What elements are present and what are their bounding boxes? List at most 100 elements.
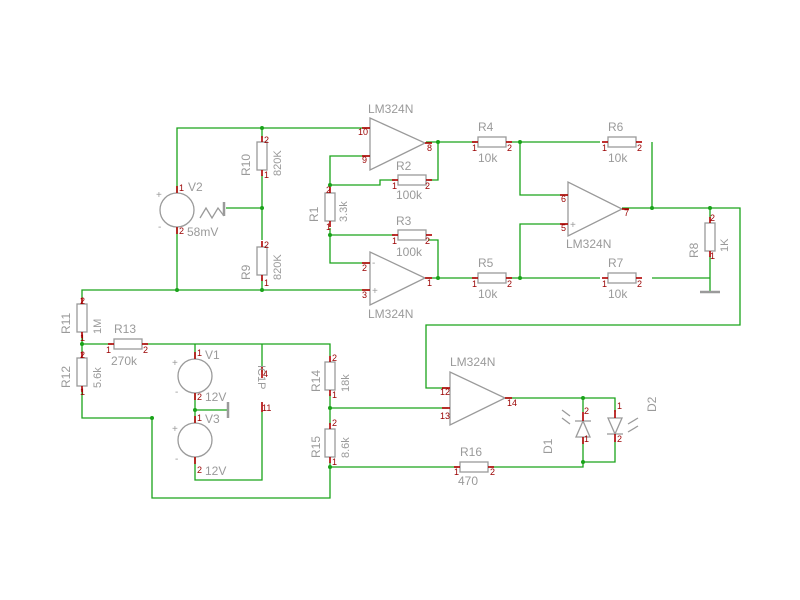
resistor-r13-pin1: 1 bbox=[106, 345, 111, 355]
source-v2: + - V2 58mV 1 2 bbox=[156, 180, 226, 239]
resistor-r7-pin2: 2 bbox=[637, 279, 642, 289]
resistor-r16: R16 470 1 2 bbox=[454, 445, 495, 488]
resistor-r3-ref: R3 bbox=[396, 214, 412, 228]
resistor-r16-pin2: 2 bbox=[490, 467, 495, 477]
resistor-r16-ref: R16 bbox=[460, 445, 482, 459]
source-v3-plus: + bbox=[172, 424, 178, 435]
ic-power: IC1P 4 11 bbox=[255, 365, 271, 413]
resistor-r12-pin1: 1 bbox=[80, 387, 85, 397]
opamp-2-pin-inv: 2 bbox=[362, 263, 367, 273]
junctions bbox=[80, 126, 712, 469]
resistor-r9-pin1: 1 bbox=[264, 278, 269, 288]
source-v1-pin1: 1 bbox=[197, 348, 202, 358]
resistor-r4-value: 10k bbox=[478, 151, 498, 165]
resistor-r11: R11 1M 2 1 bbox=[59, 296, 104, 343]
resistor-r10-pin2: 2 bbox=[264, 135, 269, 145]
resistor-r14-pin2: 2 bbox=[332, 353, 337, 363]
resistor-r2-pin2: 2 bbox=[425, 181, 430, 191]
source-v2-ref: V2 bbox=[188, 180, 203, 194]
opamp-2-plus: + bbox=[372, 286, 378, 297]
resistor-r7-value: 10k bbox=[608, 287, 628, 301]
resistor-r8-ref: R8 bbox=[687, 242, 701, 258]
opamp-4-name: LM324N bbox=[450, 355, 495, 369]
source-v3-minus: - bbox=[175, 454, 178, 465]
source-v1-pin2: 2 bbox=[197, 392, 202, 402]
resistor-r3-value: 100k bbox=[396, 245, 423, 259]
resistor-r6-pin1: 1 bbox=[602, 143, 607, 153]
resistor-r15-pin1: 1 bbox=[332, 457, 337, 467]
resistor-r12: R12 5.6k 2 1 bbox=[59, 350, 104, 397]
resistor-r15-pin2: 2 bbox=[332, 418, 337, 428]
opamp-2-pin-noninv: 3 bbox=[362, 290, 367, 300]
resistor-r9: R9 820K 2 1 bbox=[239, 240, 284, 288]
resistor-r5: R5 10k 1 2 bbox=[472, 256, 512, 301]
resistor-r16-value: 470 bbox=[458, 474, 478, 488]
resistor-r4-ref: R4 bbox=[478, 120, 494, 134]
opamp-2-pin-out: 1 bbox=[427, 278, 432, 288]
source-v2-minus: - bbox=[158, 222, 161, 233]
diode-d1-pin1: 1 bbox=[584, 434, 589, 444]
ic-power-ref: IC1P bbox=[255, 365, 267, 389]
source-v1-value: 12V bbox=[205, 390, 226, 404]
resistor-r10-value: 820K bbox=[272, 150, 284, 176]
diode-d1-pin2: 2 bbox=[584, 406, 589, 416]
resistor-r15-ref: R15 bbox=[309, 436, 323, 458]
source-v1-ref: V1 bbox=[205, 348, 220, 362]
resistor-r6-value: 10k bbox=[608, 151, 628, 165]
resistor-r2-pin1: 1 bbox=[392, 181, 397, 191]
ic-power-pin-gnd: 11 bbox=[262, 403, 271, 413]
opamp-3-pin-noninv: 5 bbox=[561, 223, 566, 233]
resistor-r8-pin1: 1 bbox=[710, 251, 715, 261]
resistor-r11-ref: R11 bbox=[59, 313, 73, 334]
opamp-1-name: LM324N bbox=[368, 102, 413, 116]
source-v2-pin2: 2 bbox=[179, 226, 184, 236]
resistor-r9-pin2: 2 bbox=[264, 240, 269, 250]
resistor-r5-pin2: 2 bbox=[507, 279, 512, 289]
resistor-r4: R4 10k 1 2 bbox=[472, 120, 512, 165]
source-v2-pin1: 1 bbox=[179, 183, 184, 193]
resistor-r7-pin1: 1 bbox=[602, 279, 607, 289]
resistor-r6-pin2: 2 bbox=[637, 143, 642, 153]
opamp-4: LM324N 12 13 14 bbox=[440, 355, 517, 427]
resistor-r8: R8 1K 2 1 bbox=[687, 213, 731, 294]
diode-d2-ref: D2 bbox=[645, 396, 659, 412]
resistor-r15-value: 8.6k bbox=[340, 437, 352, 458]
opamp-3: + LM324N 6 5 7 bbox=[560, 180, 629, 251]
resistor-r13-pin2: 2 bbox=[143, 345, 148, 355]
opamp-4-pin-noninv: 13 bbox=[440, 411, 450, 421]
resistor-r2-ref: R2 bbox=[396, 159, 412, 173]
source-v3-pin1: 1 bbox=[197, 413, 202, 423]
resistor-r10-pin1: 1 bbox=[264, 170, 269, 180]
resistor-r4-pin2: 2 bbox=[507, 143, 512, 153]
opamp-4-pin-inv: 12 bbox=[440, 387, 450, 397]
source-v2-value: 58mV bbox=[187, 225, 218, 239]
source-v3-ref: V3 bbox=[205, 412, 220, 426]
opamp-2-name: LM324N bbox=[368, 307, 413, 321]
resistor-r11-pin1: 1 bbox=[80, 333, 85, 343]
opamp-3-plus: + bbox=[570, 220, 576, 231]
diode-d2-pin2: 2 bbox=[617, 434, 622, 444]
resistor-r16-pin1: 1 bbox=[454, 467, 459, 477]
resistor-r5-value: 10k bbox=[478, 287, 498, 301]
diode-d2: D2 1 2 bbox=[607, 396, 659, 444]
ic-power-pin-vcc: 4 bbox=[263, 369, 268, 379]
resistor-r3-pin1: 1 bbox=[392, 236, 397, 246]
resistor-r7: R7 10k 1 2 bbox=[602, 256, 642, 301]
resistor-r3: R3 100k 1 2 bbox=[392, 214, 432, 259]
resistor-r13-value: 270k bbox=[111, 354, 138, 368]
resistor-r1-ref: R1 bbox=[307, 206, 321, 222]
resistor-r2-value: 100k bbox=[396, 188, 423, 202]
resistor-r6: R6 10k 1 2 bbox=[602, 120, 642, 165]
resistor-r9-ref: R9 bbox=[239, 264, 253, 280]
opamp-1: LM324N 10 9 8 bbox=[358, 102, 432, 172]
resistor-r15: R15 8.6k 2 1 bbox=[309, 418, 352, 467]
resistor-r14-ref: R14 bbox=[309, 370, 323, 392]
opamp-3-pin-out: 7 bbox=[624, 208, 629, 218]
source-v1: + - V1 12V 1 2 bbox=[172, 348, 226, 404]
resistor-r4-pin1: 1 bbox=[472, 143, 477, 153]
resistor-r8-pin2: 2 bbox=[710, 213, 715, 223]
resistor-r10-ref: R10 bbox=[239, 154, 253, 176]
source-v3-pin2: 2 bbox=[197, 465, 202, 475]
resistor-r14: R14 18k 2 1 bbox=[309, 353, 352, 400]
source-v3: + - V3 12V 1 2 bbox=[172, 402, 230, 478]
